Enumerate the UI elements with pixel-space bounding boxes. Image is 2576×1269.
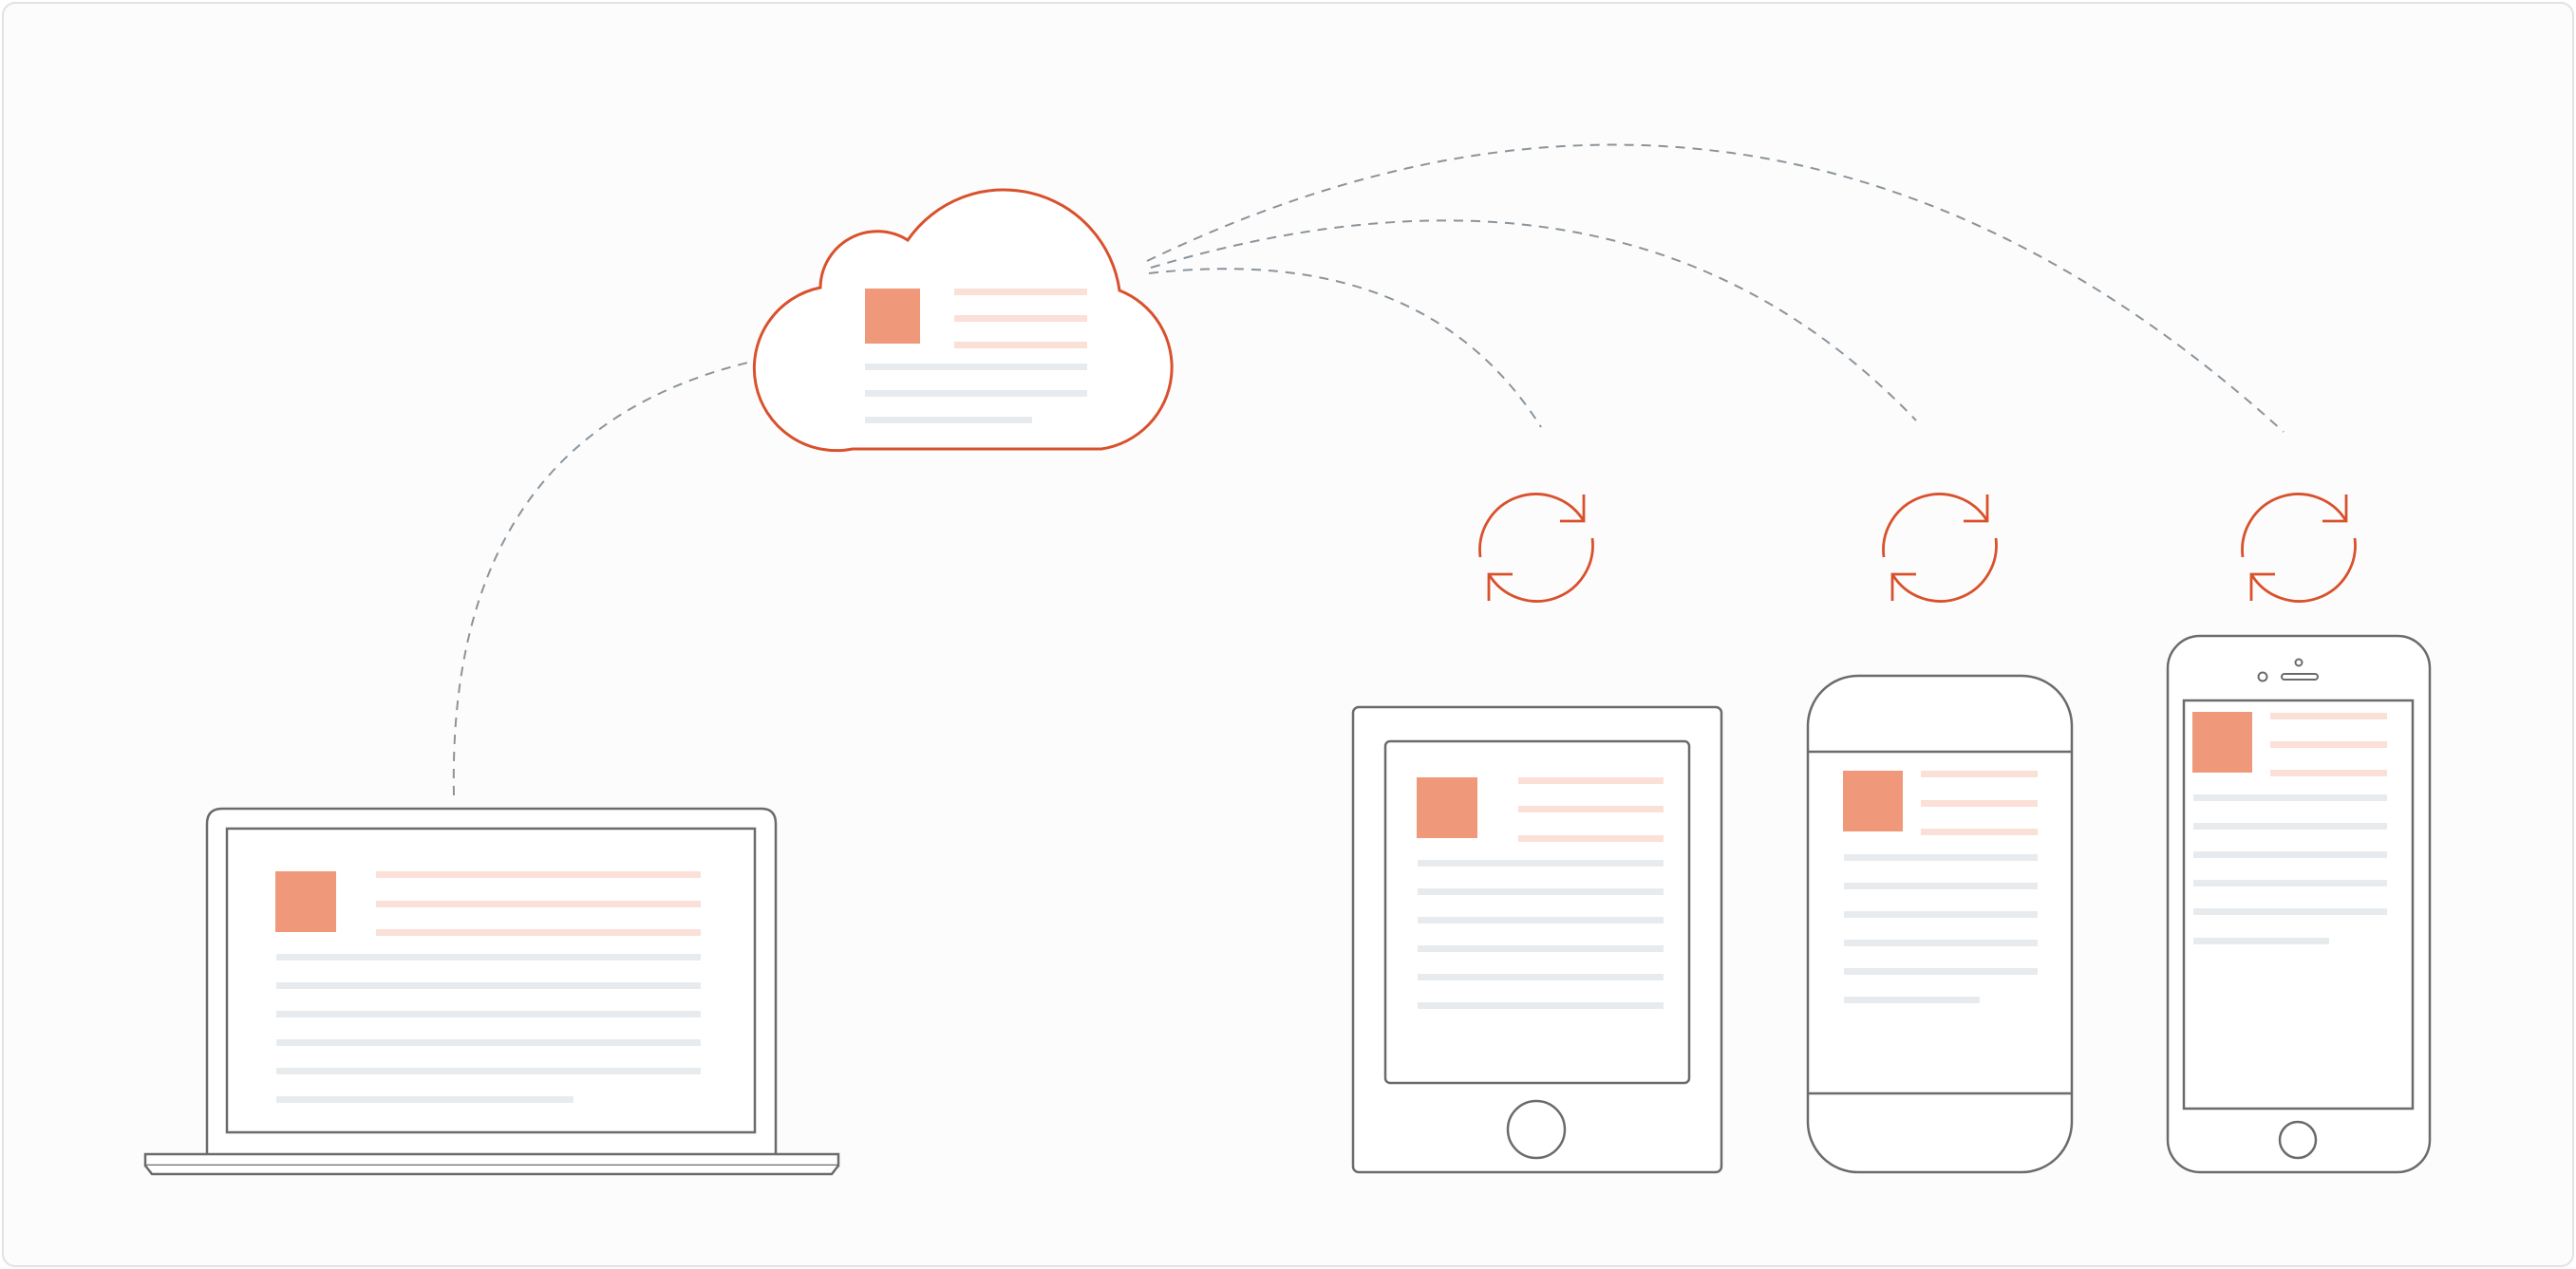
- laptop-icon: [143, 807, 840, 1176]
- phone-small-sensor: [2294, 658, 2303, 667]
- phone-large-doc-text-lines: [1844, 854, 2038, 1003]
- sync-icon: [1882, 493, 1998, 603]
- connectors: [452, 143, 2285, 796]
- cloud-doc-image: [865, 289, 920, 344]
- phone-large-doc-accent-lines: [1921, 771, 2038, 835]
- phone-small-camera: [2257, 671, 2268, 682]
- connector-cloud-phone-large: [1150, 219, 1917, 421]
- tablet-doc-accent-lines: [1518, 777, 1664, 842]
- tablet-home-button: [1506, 1099, 1567, 1160]
- phone-small-home-button: [2278, 1120, 2318, 1160]
- laptop-base-foot: [144, 1165, 839, 1176]
- phone-small-doc-image: [2192, 712, 2252, 773]
- smartphone-icon: [1806, 674, 2074, 1174]
- tablet-doc-text-lines: [1418, 860, 1664, 1009]
- smartphone-icon: [2166, 634, 2432, 1174]
- phone-small-doc-text-lines: [2193, 794, 2387, 944]
- laptop-doc-accent-lines: [376, 871, 701, 936]
- cloud-icon: [752, 188, 1174, 453]
- phone-large-doc-image: [1843, 771, 1903, 831]
- connector-laptop-cloud: [452, 358, 765, 796]
- connector-cloud-phone-small: [1146, 143, 2285, 433]
- phone-small-doc-accent-lines: [2270, 713, 2387, 776]
- phone-small-speaker: [2281, 673, 2319, 681]
- phone-large-body: [1806, 674, 2074, 1174]
- connector-cloud-tablet: [1148, 268, 1542, 428]
- cloud-doc-text-lines: [865, 364, 1087, 423]
- sync-icon: [2241, 493, 2357, 603]
- cloud-doc-accent-lines: [954, 289, 1087, 348]
- laptop-base: [143, 1152, 840, 1167]
- tablet-icon: [1351, 705, 1723, 1174]
- laptop-doc-text-lines: [276, 954, 701, 1103]
- tablet-doc-image: [1417, 777, 1477, 838]
- laptop-doc-image: [275, 871, 336, 932]
- sync-icon: [1478, 493, 1594, 603]
